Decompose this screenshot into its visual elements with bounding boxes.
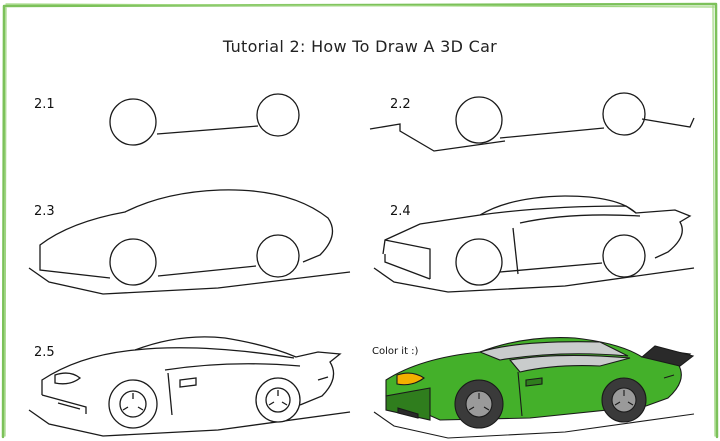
door-handle	[526, 378, 542, 386]
step-label-2-5: 2.5	[34, 345, 55, 360]
windshield	[480, 342, 628, 360]
rear-rim	[266, 388, 290, 412]
door-line	[513, 228, 518, 274]
front-rim	[466, 391, 492, 417]
front-rim	[120, 391, 146, 417]
step-2-4-drawing	[374, 196, 694, 292]
step-2-2-drawing	[370, 93, 694, 151]
step-2-5-drawing	[29, 337, 350, 436]
tutorial-title: Tutorial 2: How To Draw A 3D Car	[222, 37, 498, 56]
door-line	[168, 373, 172, 415]
rear-wheel-circle	[257, 235, 299, 277]
rear-wheel	[256, 378, 300, 422]
ground-shadow	[29, 268, 350, 294]
roofline	[480, 206, 636, 215]
car-silhouette	[40, 190, 333, 262]
rear-rim	[612, 388, 636, 412]
front-vent	[58, 403, 80, 409]
colored-car-drawing	[374, 338, 694, 438]
front-face-line	[385, 240, 430, 279]
car-silhouette	[383, 196, 690, 258]
rear-spoiler	[642, 346, 693, 366]
front-rim-spokes	[469, 393, 489, 410]
ground-guide-line	[500, 128, 604, 138]
base-outline	[370, 118, 694, 151]
side-window	[510, 355, 630, 372]
front-wheel	[109, 380, 157, 428]
step-label-2-3: 2.3	[34, 204, 55, 219]
step-label-2-4: 2.4	[390, 204, 411, 219]
front-wheel-circle	[110, 239, 156, 285]
door-line	[518, 372, 522, 416]
front-face	[386, 388, 430, 420]
headlight	[397, 373, 424, 385]
shoulder-line	[520, 215, 640, 223]
front-face-line	[42, 395, 86, 414]
sill-line	[158, 266, 256, 276]
ground-shadow	[374, 268, 694, 292]
step-label-color: Color it :)	[372, 346, 419, 357]
headlight-outline	[55, 373, 80, 384]
rear-vent	[664, 375, 674, 378]
front-rim-spokes	[123, 393, 143, 410]
rear-rim-spokes	[615, 390, 633, 405]
front-wheel-circle	[456, 97, 502, 143]
sill-line	[500, 263, 602, 272]
front-vent	[398, 408, 418, 418]
ground-shadow	[29, 410, 350, 436]
ground-guide-line	[157, 126, 258, 134]
rear-wheel-circle	[603, 93, 645, 135]
step-label-2-2: 2.2	[390, 97, 411, 112]
front-bumper-line	[40, 260, 110, 278]
front-wheel-circle	[110, 99, 156, 145]
step-2-3-drawing	[29, 190, 350, 294]
front-wheel-circle	[456, 239, 502, 285]
rear-rim-spokes	[269, 390, 287, 405]
car-silhouette	[42, 337, 340, 405]
door-handle	[180, 378, 196, 387]
rear-wheel-circle	[257, 94, 299, 136]
shoulder-line	[165, 364, 300, 370]
ground-shadow	[374, 412, 694, 438]
rear-wheel-circle	[603, 235, 645, 277]
rear-vent	[318, 377, 328, 380]
step-2-1-drawing	[110, 94, 299, 145]
roofline	[135, 348, 294, 358]
step-label-2-1: 2.1	[34, 97, 55, 112]
front-bumper-line	[385, 254, 430, 279]
